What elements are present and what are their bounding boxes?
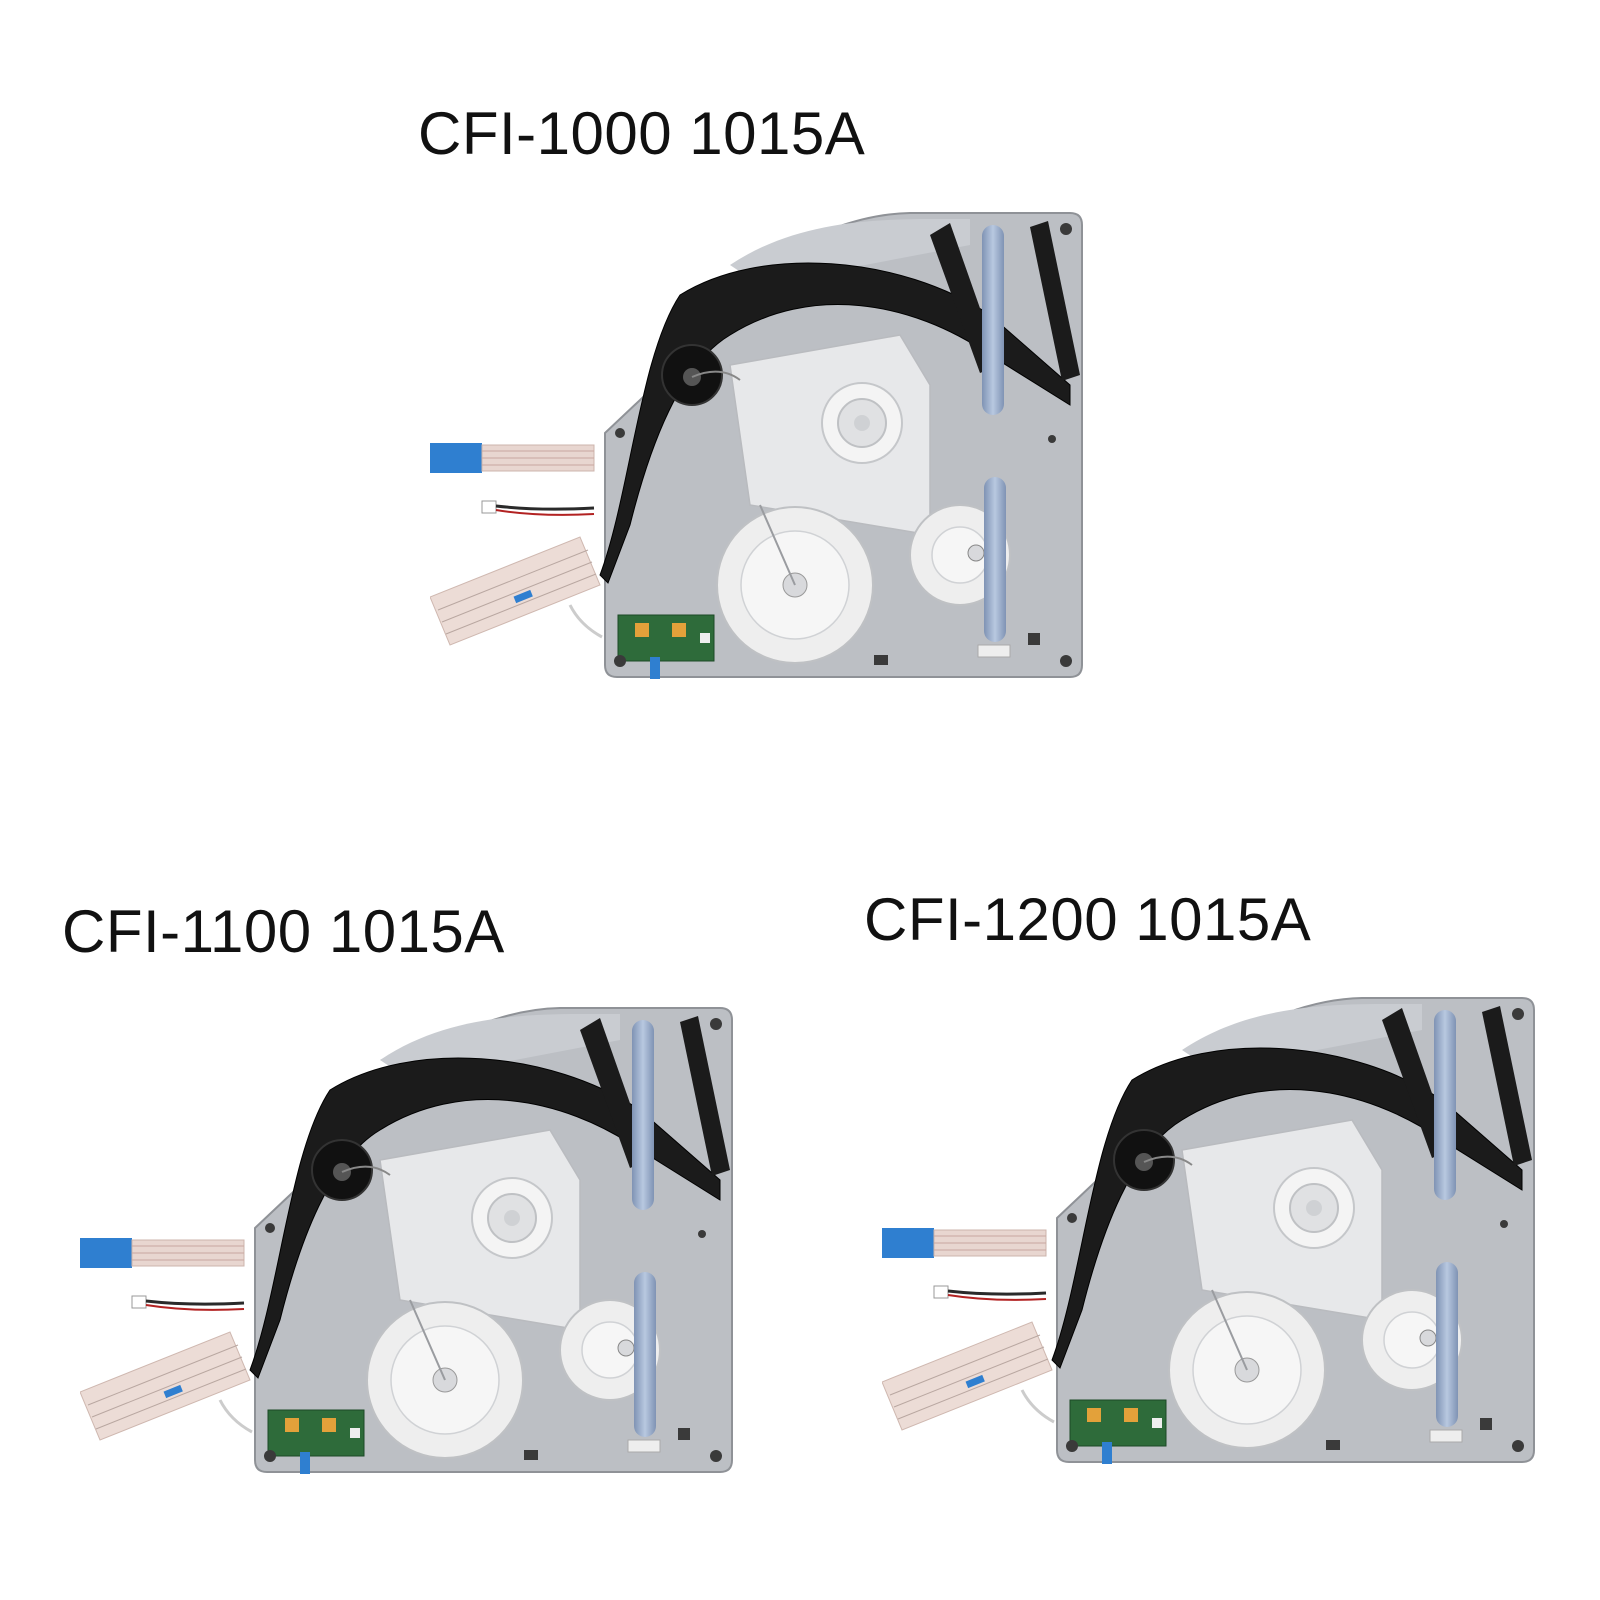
model-label-cfi-1200: CFI-1200 1015A [864, 886, 1312, 953]
model-label-cfi-1000: CFI-1000 1015A [418, 100, 866, 167]
optical-drive-image-cfi-1100 [80, 1006, 734, 1476]
optical-drive-image-cfi-1000 [430, 211, 1084, 681]
model-label-cfi-1100: CFI-1100 1015A [62, 898, 505, 965]
optical-drive-image-cfi-1200 [882, 996, 1536, 1466]
